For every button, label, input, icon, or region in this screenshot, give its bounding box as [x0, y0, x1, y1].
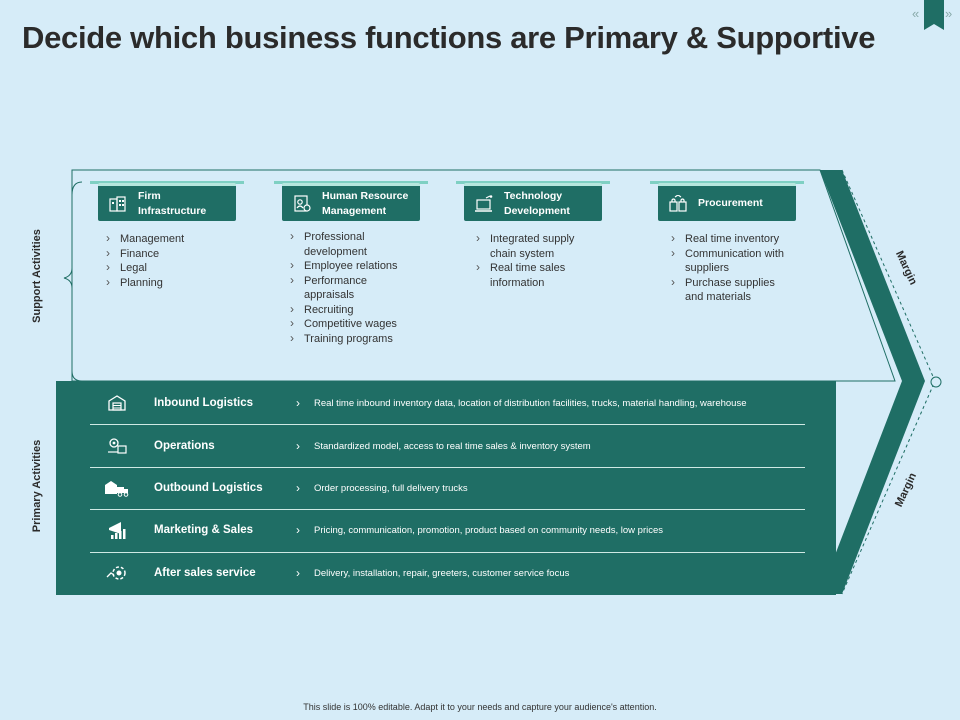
megaphone-icon [90, 520, 144, 540]
primary-row-marketing-sales: Marketing & Sales Pricing, communication… [90, 509, 805, 551]
header-title-line1: Firm [138, 189, 161, 202]
margin-chevron [820, 170, 925, 594]
id-card-icon [282, 194, 322, 213]
primary-description: Delivery, installation, repair, greeters… [296, 566, 569, 580]
row-divider [90, 552, 805, 553]
support-header-procurement: Procurement [658, 183, 796, 221]
header-title-line1: Human Resource [322, 189, 409, 202]
primary-row-inbound-logistics: Inbound Logistics Real time inbound inve… [90, 382, 805, 424]
header-accent-bar [650, 181, 804, 184]
next-slide-button[interactable]: » [945, 6, 953, 21]
header-accent-bar [456, 181, 610, 184]
primary-description: Standardized model, access to real time … [296, 439, 591, 453]
primary-name: After sales service [154, 567, 256, 579]
primary-name: Outbound Logistics [154, 482, 263, 494]
header-accent-bar [90, 181, 244, 184]
primary-row-after-sales-service: After sales service Delivery, installati… [90, 552, 805, 594]
page-title: Decide which business functions are Prim… [22, 20, 876, 55]
margin-dot [930, 376, 942, 388]
shopping-bags-icon [658, 194, 698, 213]
list-item: Training programs [290, 331, 398, 347]
header-title-line1: Procurement [698, 197, 763, 209]
service-icon [90, 563, 144, 583]
row-divider [90, 467, 805, 468]
laptop-icon [464, 194, 504, 213]
primary-description: Real time inbound inventory data, locati… [296, 396, 746, 410]
list-item: Planning [106, 275, 184, 291]
list-item: Recruiting [290, 302, 398, 318]
list-item: Finance [106, 246, 184, 262]
row-divider [90, 509, 805, 510]
prev-slide-button[interactable]: « [912, 6, 920, 21]
footer-note: This slide is 100% editable. Adapt it to… [303, 702, 657, 712]
header-accent-bar [274, 181, 428, 184]
header-title-line2: Management [322, 204, 387, 217]
support-bracket [63, 181, 83, 382]
primary-row-operations: Operations Standardized model, access to… [90, 425, 805, 467]
list-item: Employee relations [290, 258, 398, 274]
primary-activities-label: Primary Activities [31, 439, 43, 533]
primary-row-outbound-logistics: Outbound Logistics Order processing, ful… [90, 467, 805, 509]
primary-name: Marketing & Sales [154, 524, 254, 536]
primary-name: Operations [154, 440, 215, 452]
procurement-list: Real time inventory Communication withsu… [671, 231, 784, 305]
list-item: Competitive wages [290, 316, 398, 332]
gears-icon [90, 437, 144, 455]
firm-infrastructure-list: Management Finance Legal Planning [106, 231, 184, 291]
primary-description: Pricing, communication, promotion, produ… [296, 523, 663, 537]
header-title-line2: Development [504, 204, 570, 217]
list-item: Management [106, 231, 184, 247]
truck-icon [90, 479, 144, 497]
primary-description: Order processing, full delivery trucks [296, 481, 468, 495]
header-title-line1: Technology [504, 189, 563, 202]
building-icon [98, 195, 138, 212]
warehouse-icon [90, 394, 144, 412]
header-title-line2: Infrastructure [138, 204, 207, 217]
list-item: Real time inventory [671, 231, 784, 247]
row-divider [90, 424, 805, 425]
list-item: Legal [106, 260, 184, 276]
bookmark-icon [924, 0, 944, 30]
support-activities-label: Support Activities [31, 229, 43, 323]
primary-name: Inbound Logistics [154, 397, 254, 409]
